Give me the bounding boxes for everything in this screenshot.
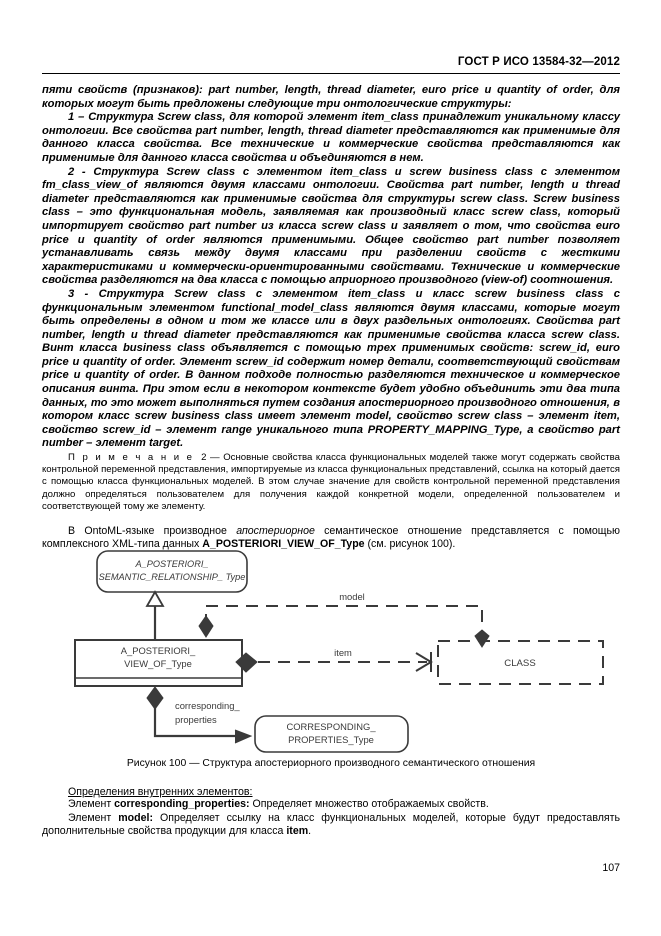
def2-bold-tail: item xyxy=(286,825,309,838)
node-a-posteriori-semantic-relationship-type: A_POSTERIORI_ SEMANTIC_RELATIONSHIP_ Typ… xyxy=(96,550,248,593)
generalization-triangle-icon xyxy=(145,590,165,607)
definition-corresponding-properties: Элемент corresponding_properties: Опреде… xyxy=(42,798,620,812)
paragraph-structure-1: 1 – Структура Screw class, для которой э… xyxy=(42,111,620,164)
ontoml-type-name: A_POSTERIORI_VIEW_OF_Type xyxy=(202,538,365,551)
corresponding-edge-label-line1: corresponding_ xyxy=(175,700,240,711)
paragraph-intro: пяти свойств (признаков): part number, l… xyxy=(42,84,620,110)
main-class-label-line2: VIEW_OF_Type xyxy=(124,658,192,669)
uml-diagram-svg: A_POSTERIORI_ SEMANTIC_RELATIONSHIP_ Typ… xyxy=(74,550,604,753)
def2-prefix: Элемент xyxy=(68,811,119,824)
definition-model: Элемент model: Определяет ссылку на клас… xyxy=(42,812,620,839)
item-composition-diamond-icon xyxy=(235,652,258,673)
def1-prefix: Элемент xyxy=(68,798,115,810)
corresponding-composition-diamond-icon xyxy=(146,686,164,710)
ontoml-text-3: (см. рисунок 100). xyxy=(364,538,456,551)
corresponding-properties-label-line1: CORRESPONDING_ xyxy=(286,721,376,732)
definitions-heading: Определения внутренних элементов: xyxy=(42,786,620,798)
document-body: пяти свойств (признаков): part number, l… xyxy=(42,84,620,552)
corresponding-arrow-head-icon xyxy=(234,729,253,744)
ontoml-text-2: семантическое отношение представляется с… xyxy=(42,525,620,551)
header-divider xyxy=(42,73,620,74)
note-text: Основные свойства класса функциональных … xyxy=(42,452,620,512)
class-box-label: CLASS xyxy=(504,658,535,669)
def2-tail: . xyxy=(308,825,312,838)
note-label: П р и м е ч а н и е xyxy=(68,452,194,464)
edge-model: model xyxy=(198,591,490,648)
model-arrow-head-icon xyxy=(474,629,490,648)
page-number-footer: 107 xyxy=(602,862,620,874)
super-class-label-line2: SEMANTIC_RELATIONSHIP_ Type xyxy=(99,572,246,582)
edge-corresponding-properties: corresponding_ properties xyxy=(146,686,253,744)
internal-element-definitions: Определения внутренних элементов: Элемен… xyxy=(42,786,620,839)
paragraph-structure-3: 3 - Структура Screw class с элементом it… xyxy=(42,287,620,450)
ontoml-emphasis: апостериорное xyxy=(236,525,315,538)
page-header-standard-number: ГОСТ Р ИСО 13584-32—2012 xyxy=(457,56,620,68)
generalization-edge xyxy=(145,590,165,640)
model-composition-diamond-icon xyxy=(198,615,214,638)
super-class-box xyxy=(96,550,248,593)
note-number: 2 xyxy=(201,452,207,464)
main-class-label-line1: A_POSTERIORI_ xyxy=(121,645,196,656)
definitions-heading-text: Определения внутренних элементов: xyxy=(68,786,253,798)
def2-element-name: model: xyxy=(118,811,153,824)
super-class-label-line1: A_POSTERIORI_ xyxy=(134,559,208,569)
corresponding-properties-label-line2: PROPERTIES_Type xyxy=(288,734,374,745)
figure-caption: Рисунок 100 — Структура апостериорного п… xyxy=(126,758,536,769)
class-box-dashed xyxy=(437,640,604,685)
node-a-posteriori-view-of-type: A_POSTERIORI_ VIEW_OF_Type xyxy=(74,639,243,687)
node-corresponding-properties-type: CORRESPONDING_ PROPERTIES_Type xyxy=(254,715,409,753)
corresponding-edge-path xyxy=(153,698,245,738)
paragraph-ontoml: В OntoML-языке производное апостериорное… xyxy=(42,525,620,552)
corresponding-properties-box xyxy=(254,715,409,753)
item-edge-label: item xyxy=(334,647,352,658)
note-2: П р и м е ч а н и е 2 — Основные свойств… xyxy=(42,452,620,513)
corresponding-edge-label-line2: properties xyxy=(175,714,217,725)
edge-item: item xyxy=(235,647,433,673)
model-edge-label: model xyxy=(339,591,365,602)
def1-element-name: corresponding_properties: xyxy=(114,798,250,810)
model-edge-path xyxy=(205,605,483,636)
node-class: CLASS xyxy=(437,640,604,685)
def1-text: Определяет множество отображаемых свойст… xyxy=(249,798,489,810)
ontoml-text-1: В OntoML-языке производное xyxy=(68,525,237,538)
figure-100-uml-diagram: A_POSTERIORI_ SEMANTIC_RELATIONSHIP_ Typ… xyxy=(42,548,620,753)
note-dash: — xyxy=(210,452,220,464)
paragraph-structure-2: 2 - Структура Screw class с элементом it… xyxy=(42,165,620,287)
spacer xyxy=(42,513,620,525)
def2-text: Определяет ссылку на класс функциональны… xyxy=(42,811,620,838)
